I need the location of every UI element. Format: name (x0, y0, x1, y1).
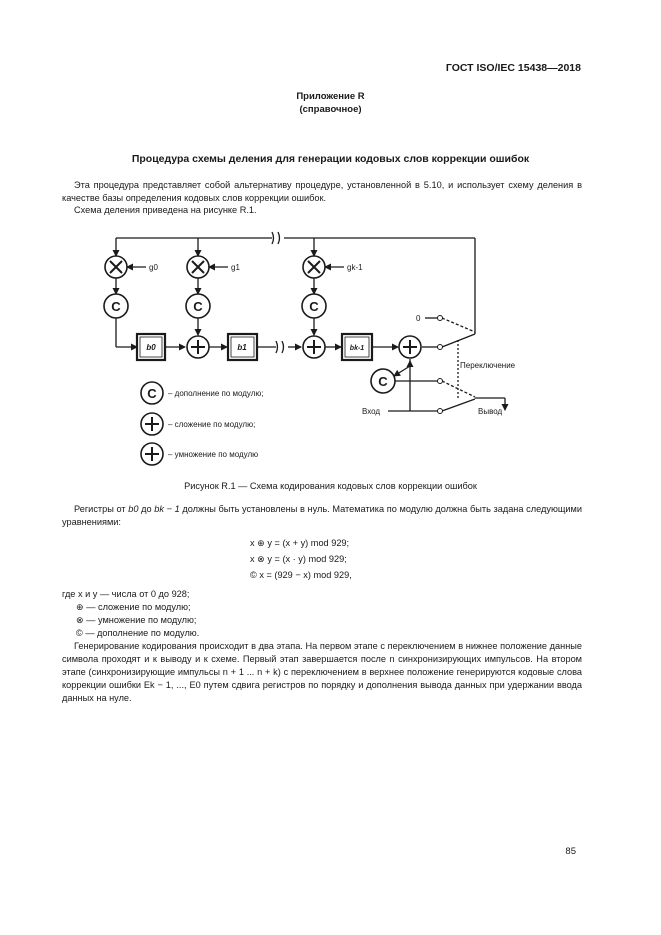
register-label-bk-1: bk-1 (350, 345, 365, 352)
definition-add: ⊕ — сложение по модулю; (76, 602, 191, 612)
svg-text:C: C (378, 374, 388, 389)
zero-input-label: 0 (416, 314, 421, 323)
annex-kind: (справочное) (299, 104, 362, 115)
register-b0-ref: b0 (128, 504, 139, 514)
legend-add-symbol (140, 412, 164, 436)
adder-1 (186, 335, 210, 359)
output-label: Вывод (478, 407, 503, 416)
register-b0 (135, 332, 167, 362)
svg-text:C: C (111, 299, 121, 314)
multiplier-gk-1 (302, 255, 326, 279)
complement-block-2: C (185, 293, 211, 319)
division-circuit-diagram: C C C C C (103, 231, 516, 466)
switch-label: Переключение (460, 361, 516, 370)
standard-header: ГОСТ ISO/IEC 15438—2018 (445, 62, 581, 74)
adder-3 (398, 335, 422, 359)
equation-complement: © x = (929 − x) mod 929, (250, 570, 352, 580)
registers-paragraph: Регистры от b0 до bk − 1 должны быть уст… (62, 504, 582, 527)
definition-complement: © — дополнение по модулю. (76, 628, 200, 638)
page-number: 85 (565, 846, 576, 857)
register-label-b0: b0 (146, 343, 156, 352)
figure-caption: Рисунок R.1 — Схема кодирования кодовых … (184, 481, 477, 491)
definitions-where: где x и y — числа от 0 до 928; (62, 589, 190, 599)
complement-block-output: C (370, 368, 396, 394)
annex-title: Приложение R (296, 91, 365, 102)
legend-multiply-symbol (140, 442, 164, 466)
legend-complement-text: – дополнение по модулю; (168, 389, 264, 398)
svg-text:C: C (147, 386, 157, 401)
multiplier-g0 (104, 255, 128, 279)
register-bk-ref: bk − 1 (154, 504, 180, 514)
svg-text:C: C (309, 299, 319, 314)
coef-label-gk-1: gk-1 (347, 263, 363, 272)
generation-paragraph: Генерирование кодирования происходит в д… (62, 641, 582, 703)
intro-figure-reference: Схема деления приведена на рисунке R.1. (74, 205, 257, 215)
complement-block-1: C (103, 293, 129, 319)
coef-label-g1: g1 (231, 263, 240, 272)
intro-paragraph: Эта процедура представляет собой альтерн… (62, 180, 582, 203)
legend-add-text: – сложение по модулю; (168, 420, 255, 429)
input-label: Вход (362, 407, 380, 416)
equation-add: x ⊕ y = (x + y) mod 929; (250, 538, 350, 548)
legend-complement-symbol: C (140, 381, 164, 405)
register-label-b1: b1 (237, 343, 247, 352)
adder-2 (302, 335, 326, 359)
register-bk-1 (340, 332, 374, 362)
complement-block-3: C (301, 293, 327, 319)
multiplier-g1 (186, 255, 210, 279)
legend-multiply-text: – умножение по модулю (168, 450, 258, 459)
svg-text:C: C (193, 299, 203, 314)
section-title: Процедура схемы деления для генерации ко… (131, 153, 530, 165)
register-b1 (226, 332, 259, 362)
coef-label-g0: g0 (149, 263, 158, 272)
definition-multiply: ⊗ — умножение по модулю; (76, 615, 197, 625)
equation-multiply: x ⊗ y = (x · y) mod 929; (250, 554, 347, 564)
